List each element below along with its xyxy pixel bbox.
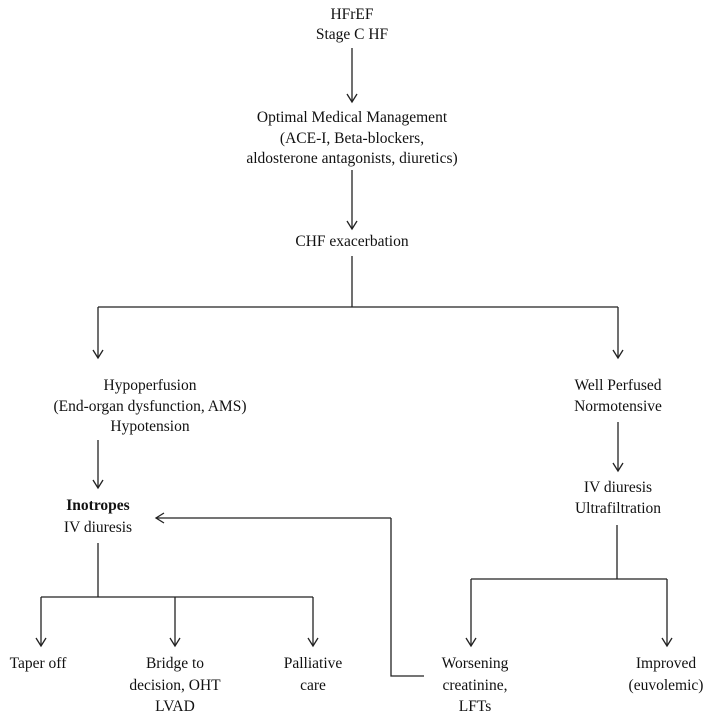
node-iv-diuresis-ultrafiltration: IV diuresis Ultrafiltration xyxy=(575,479,661,517)
node-chf-exacerbation: CHF exacerbation xyxy=(295,233,408,250)
node-text: Hypotension xyxy=(110,418,189,435)
node-well-perfused: Well Perfused Normotensive xyxy=(574,377,662,415)
node-text: Improved xyxy=(636,655,697,672)
node-text: IV diuresis xyxy=(64,519,132,536)
feedback-connector xyxy=(390,518,424,677)
node-text: LFTs xyxy=(459,698,492,715)
node-palliative-care: Palliative care xyxy=(284,655,343,694)
node-worsening: Worsening creatinine, LFTs xyxy=(442,655,509,715)
node-text: Ultrafiltration xyxy=(575,500,661,517)
node-text: Worsening xyxy=(442,655,509,672)
node-text: IV diuresis xyxy=(584,479,652,496)
node-improved: Improved (euvolemic) xyxy=(629,655,703,694)
node-text: Taper off xyxy=(10,655,68,672)
node-optimal-medical-management: Optimal Medical Management (ACE-I, Beta-… xyxy=(246,109,457,167)
node-text: (ACE-I, Beta-blockers, xyxy=(280,130,424,147)
node-text: aldosterone antagonists, diuretics) xyxy=(246,150,457,167)
node-text: Well Perfused xyxy=(575,377,662,394)
node-text: CHF exacerbation xyxy=(295,233,408,250)
node-taper-off: Taper off xyxy=(10,655,68,672)
node-text: decision, OHT xyxy=(129,677,221,694)
node-root: HFrEF Stage C HF xyxy=(316,6,389,43)
node-text: creatinine, xyxy=(443,677,508,694)
node-text: HFrEF xyxy=(330,6,373,23)
node-text: care xyxy=(300,677,326,694)
node-text: (End-organ dysfunction, AMS) xyxy=(53,398,246,415)
node-text: Palliative xyxy=(284,655,343,672)
node-text: (euvolemic) xyxy=(629,677,703,694)
node-inotropes: Inotropes IV diuresis xyxy=(64,497,132,536)
node-bridge: Bridge to decision, OHT LVAD xyxy=(129,655,221,715)
node-text: Optimal Medical Management xyxy=(257,109,448,126)
node-text: Inotropes xyxy=(66,497,129,514)
node-hypoperfusion: Hypoperfusion (End-organ dysfunction, AM… xyxy=(53,377,246,435)
node-text: Stage C HF xyxy=(316,26,389,43)
node-text: Hypoperfusion xyxy=(104,377,197,394)
node-text: Normotensive xyxy=(574,398,662,415)
node-text: Bridge to xyxy=(146,655,204,672)
node-text: LVAD xyxy=(155,698,195,715)
